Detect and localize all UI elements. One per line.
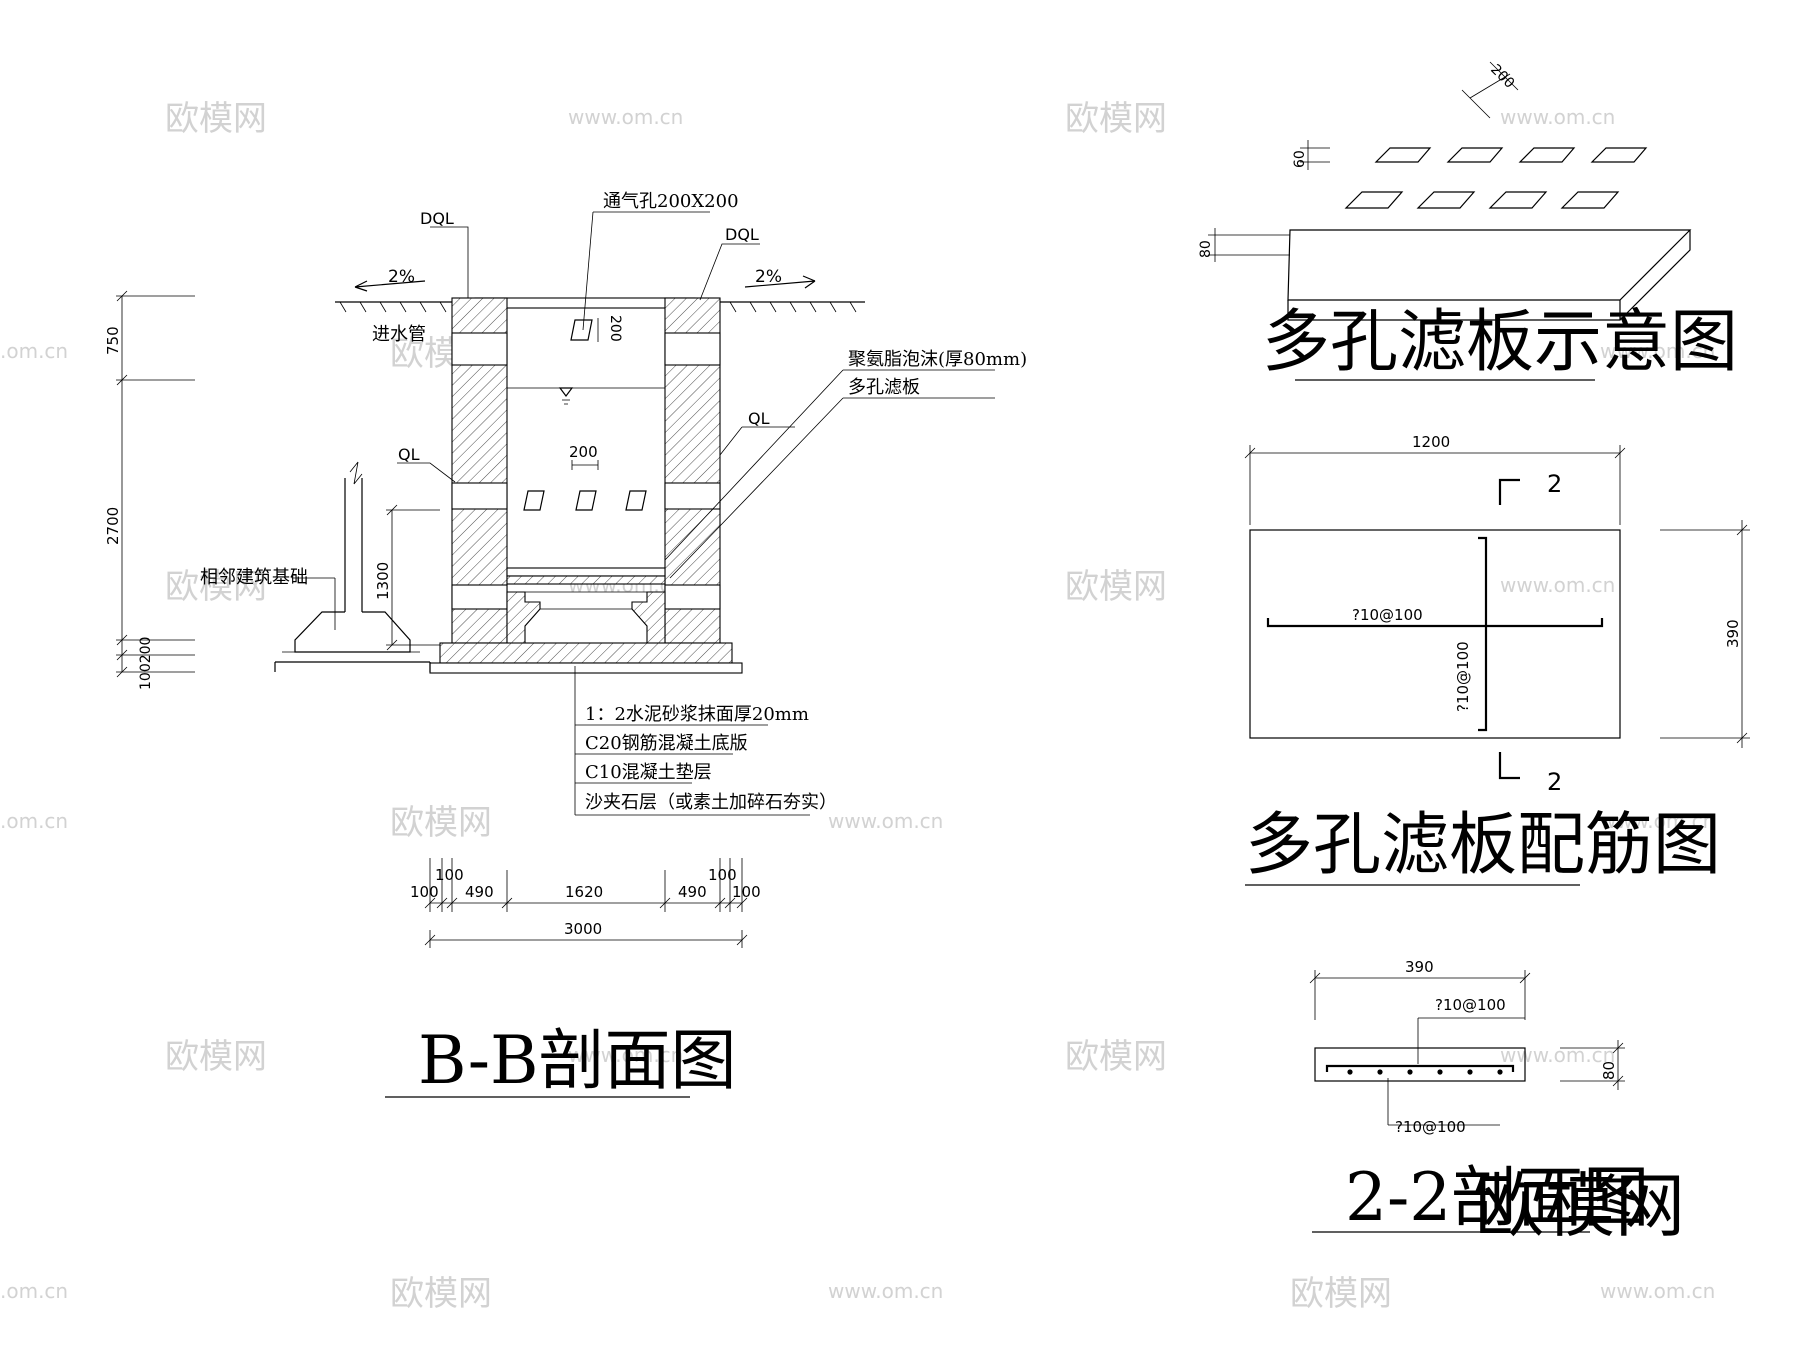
s22-title: 2-2剖面图 [1345, 1159, 1649, 1236]
watermark-logo: 欧模网 [390, 1274, 492, 1314]
watermark-url: www.om.cn [828, 1279, 943, 1303]
s22-width: 390 [1405, 958, 1434, 976]
watermark-url: www.om.cn [1600, 1279, 1715, 1303]
watermark-url: www.om.cn [1500, 1043, 1615, 1067]
watermark-url: .om.cn [0, 809, 68, 833]
iso-dim-200: 200 [1487, 62, 1517, 92]
hole-size: 200 [569, 443, 598, 461]
dql-right-label: DQL [725, 225, 759, 244]
dim-100-200: 100200 [138, 637, 154, 690]
s22-rebar-bottom: ?10@100 [1395, 1118, 1466, 1136]
vent-label: 通气孔200X200 [603, 191, 739, 212]
inlet-label: 进水管 [372, 324, 426, 345]
dim-3000: 3000 [564, 920, 602, 938]
dim-100-a: 100 [410, 883, 439, 901]
dql-left-label: DQL [420, 209, 454, 228]
cushion-layer [429, 662, 743, 674]
s22-slab [1314, 1047, 1526, 1082]
watermark-url: www.om.cn [1600, 339, 1715, 363]
filter-plate-label: 多孔滤板 [848, 377, 920, 398]
dim-100-c: 100 [708, 866, 737, 884]
slope-right: 2% [755, 267, 782, 287]
ql-left-label: QL [398, 445, 420, 464]
section-bb: 200 200 2% 2% DQL DQL 通气孔200X200 进水管 聚氨脂… [104, 191, 1027, 1099]
dim-490-b: 490 [678, 883, 707, 901]
cut-mark-top: 2 [1547, 470, 1562, 498]
watermark-logo: 欧模网 [165, 99, 267, 139]
rebar-v-label: ?10@100 [1454, 641, 1472, 712]
vent-size: 200 [607, 315, 623, 342]
watermark-url: www.om.cn [828, 809, 943, 833]
section-bb-title: B-B剖面图 [418, 1022, 737, 1099]
watermark-url: www.om.cn [1600, 809, 1715, 833]
layer-2: C20钢筋混凝土底版 [585, 733, 748, 754]
watermark-url: .om.cn [0, 1279, 68, 1303]
rebar-h-label: ?10@100 [1352, 606, 1423, 624]
dim-100-d: 100 [732, 883, 761, 901]
slope-left: 2% [388, 267, 415, 287]
dim-490-a: 490 [465, 883, 494, 901]
watermark-logo: 欧模网 [1065, 99, 1167, 139]
watermark-logo: 欧模网 [165, 1037, 267, 1077]
dim-750: 750 [104, 326, 122, 355]
plate-rebar-title: 多孔滤板配筋图 [1245, 806, 1721, 885]
rebar-plate-outline [1249, 529, 1621, 739]
layer-4: 沙夹石层（或素土加碎石夯实） [585, 792, 837, 813]
bottom-slab [439, 642, 733, 664]
watermark-logo: 欧模网 [1065, 567, 1167, 607]
watermark-logo: 欧模网 [1290, 1274, 1392, 1314]
layer-1: 1：2水泥砂浆抹面厚20mm [585, 704, 809, 725]
section-22: 390 ?10@100 ?10@100 80 2-2剖面图 [1309, 958, 1649, 1236]
rebar-height: 390 [1724, 619, 1742, 648]
site-logo: 欧模网 [1475, 1165, 1685, 1247]
watermark-url: www.om.cn [1500, 573, 1615, 597]
layer-3: C10混凝土垫层 [585, 762, 712, 783]
foam-label: 聚氨脂泡沫(厚80mm) [848, 349, 1027, 370]
watermark-url: www.om.cn [568, 1043, 683, 1067]
rebar-width: 1200 [1412, 433, 1450, 451]
s22-thickness: 80 [1600, 1061, 1618, 1080]
s22-rebar-top: ?10@100 [1435, 996, 1506, 1014]
iso-dim-60: 60 [1292, 150, 1308, 168]
watermark-logo: 欧模网 [1065, 1037, 1167, 1077]
cut-mark-bottom: 2 [1547, 768, 1562, 796]
dim-1620: 1620 [565, 883, 603, 901]
dim-2700: 2700 [104, 507, 122, 545]
dim-100-b: 100 [435, 866, 464, 884]
dim-1300: 1300 [374, 562, 392, 600]
watermark-url: .om.cn [0, 339, 68, 363]
watermark-url: www.om.cn [568, 105, 683, 129]
watermark-url: www.om.cn [1500, 105, 1615, 129]
plate-iso-title: 多孔滤板示意图 [1262, 303, 1738, 382]
iso-dim-80: 80 [1198, 240, 1214, 258]
plate-isometric: 200 60 80 多孔滤板示意图 [1198, 62, 1738, 382]
watermark-logo: 欧模网 [390, 803, 492, 843]
adjacent-foundation-label: 相邻建筑基础 [200, 567, 308, 588]
plate-rebar-plan: 1200 390 ?10@100 ?10@100 2 2 多孔滤板配筋图 [1244, 433, 1750, 886]
ql-right-label: QL [748, 409, 770, 428]
watermark-logo: 欧模网 [165, 567, 267, 607]
